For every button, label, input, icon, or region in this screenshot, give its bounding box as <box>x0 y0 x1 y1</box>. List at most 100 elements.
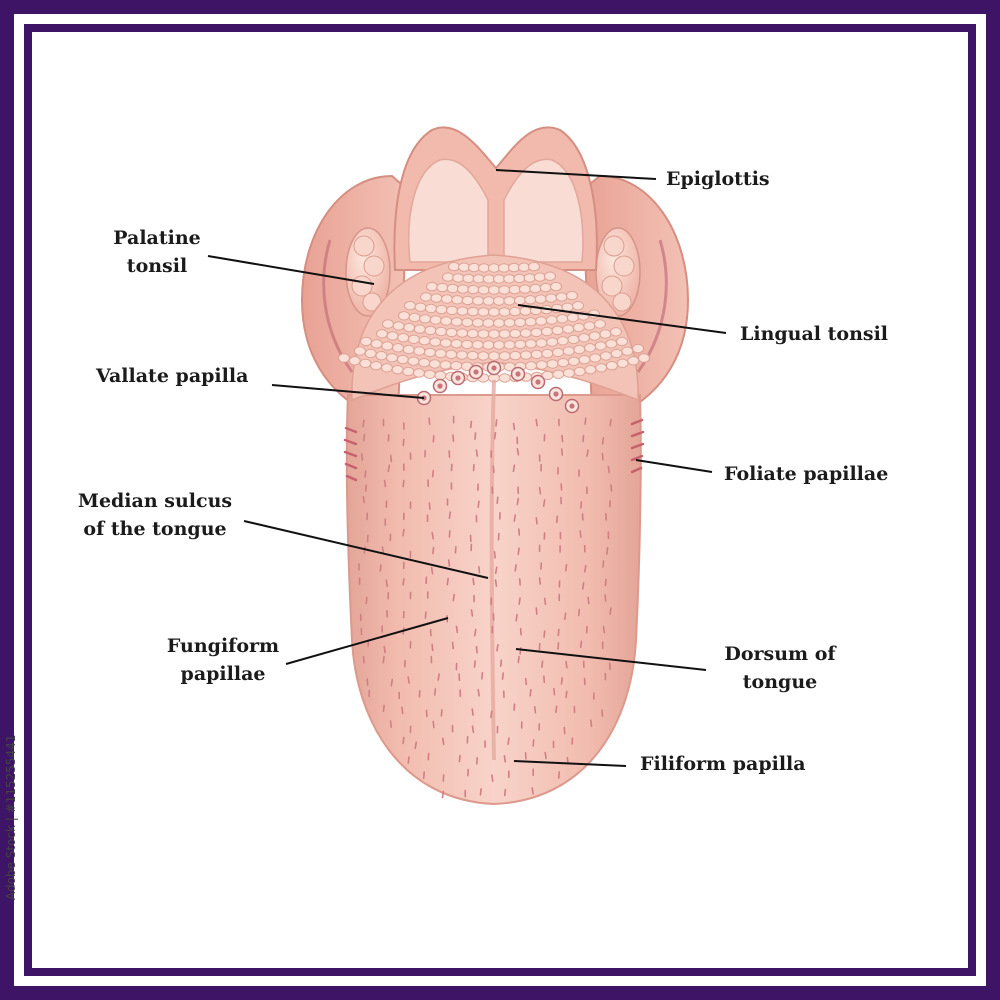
leader-vallate-papilla <box>271 384 425 399</box>
papilla-mark <box>402 479 405 488</box>
lingual-tonsil-nodule <box>448 261 460 272</box>
vallate-papillae-row <box>416 360 580 414</box>
papilla-mark <box>452 434 455 443</box>
papilla-mark <box>451 641 455 650</box>
lingual-tonsil-nodule <box>525 361 538 371</box>
papilla-mark <box>383 645 386 654</box>
lingual-tonsil-nodule <box>595 363 608 373</box>
lingual-tonsil-nodule <box>439 360 452 370</box>
papilla-mark <box>442 774 445 782</box>
papilla-mark <box>609 607 612 615</box>
vallate-papilla-center <box>515 371 521 377</box>
papilla-mark <box>382 704 385 713</box>
lingual-tonsil-nodule <box>488 285 500 295</box>
lingual-tonsil-nodule <box>482 318 495 328</box>
median-sulcus <box>489 379 496 761</box>
lingual-tonsil-nodule <box>550 281 562 292</box>
lingual-tonsil-nodule <box>471 318 484 328</box>
lingual-tonsil-nodule <box>546 337 559 347</box>
papilla-mark <box>364 470 367 478</box>
lingual-tonsil-nodule <box>407 356 420 366</box>
lingual-tonsil-nodule <box>381 341 394 351</box>
lingual-tonsil-nodule <box>402 366 415 377</box>
lingual-tonsil-nodule <box>503 274 516 284</box>
lingual-tonsil-nodule <box>599 329 612 339</box>
lingual-tonsil-nodule <box>402 344 415 355</box>
epiglottis-shape <box>393 126 598 271</box>
lingual-tonsil-nodule <box>472 274 485 284</box>
lingual-tonsil-nodule <box>498 285 511 295</box>
lingual-tonsil-nodule <box>436 282 449 293</box>
papilla-mark <box>560 448 564 456</box>
papilla-mark <box>601 709 604 718</box>
papilla-mark <box>501 672 505 680</box>
papilla-mark <box>586 449 589 457</box>
tongue-papillae-marks <box>358 415 613 799</box>
lingual-tonsil-nodule <box>467 306 479 317</box>
lingual-tonsil-nodule <box>445 327 458 338</box>
lingual-tonsil-nodule <box>457 284 469 294</box>
lingual-tonsil-nodule <box>477 351 490 361</box>
lingual-tonsil-nodule <box>573 366 586 377</box>
lingual-tonsil-nodule <box>429 315 442 325</box>
lingual-tonsil-nodule <box>446 305 458 316</box>
lingual-tonsil-nodule <box>493 296 505 306</box>
papilla-mark <box>581 582 585 590</box>
papilla-mark <box>496 496 499 505</box>
lingual-tonsil-nodule <box>413 324 426 334</box>
label-palatine-tonsil-line1: Palatine <box>113 227 201 249</box>
lingual-tonsil-nodules <box>338 261 650 383</box>
papilla-mark <box>493 431 497 440</box>
left-foliate-papillae <box>343 426 358 482</box>
lingual-tonsil-nodule <box>498 351 511 361</box>
papilla-mark <box>437 673 440 681</box>
lingual-tonsil-nodule <box>488 307 500 317</box>
lingual-tonsil-nodule <box>605 361 618 371</box>
papilla-mark <box>441 737 445 746</box>
papilla-mark <box>473 628 477 637</box>
vallate-papilla-center <box>569 403 575 409</box>
lingual-tonsil-nodule <box>572 322 585 333</box>
lingual-tonsil-nodule <box>545 293 558 303</box>
lingual-tonsil-nodule <box>573 344 586 355</box>
papilla-mark <box>433 688 437 696</box>
lingual-tonsil-nodule <box>528 261 540 272</box>
vallate-papilla-center <box>455 375 461 381</box>
label-palatine-tonsil-line2: tonsil <box>126 255 188 277</box>
label-filiform-papilla: Filiform papilla <box>640 753 806 775</box>
lingual-tonsil-nodule <box>610 327 622 337</box>
leader-palatine-tonsil <box>207 255 375 285</box>
lingual-tonsil-nodule <box>616 358 629 368</box>
lingual-tonsil-nodule <box>530 327 543 338</box>
papilla-mark <box>407 676 410 684</box>
lingual-tonsil-nodule <box>524 295 537 305</box>
papilla-mark <box>583 564 587 573</box>
lingual-tonsil-nodule <box>392 343 404 353</box>
lingual-tonsil-nodule <box>386 331 399 341</box>
papilla-mark <box>543 597 547 606</box>
papilla-mark <box>555 515 559 524</box>
lingual-tonsil-nodule <box>461 339 474 350</box>
lingual-tonsil-nodule <box>482 340 495 350</box>
lingual-tonsil-nodule <box>462 273 475 284</box>
lingual-tonsil-nodule <box>392 321 405 331</box>
lingual-tonsil-nodule <box>552 369 565 379</box>
lingual-tonsil-nodule <box>413 368 425 378</box>
papilla-mark <box>564 563 568 572</box>
vallate-papilla-center <box>491 365 497 371</box>
papilla-mark <box>381 546 385 554</box>
lingual-tonsil-nodule <box>518 262 530 272</box>
papilla-mark <box>561 434 564 443</box>
vallate-papilla-center <box>437 383 443 389</box>
lingual-tonsil-nodule <box>407 334 420 344</box>
lingual-tonsil-nodule <box>529 283 542 294</box>
lingual-tonsil-nodule <box>482 296 495 306</box>
papilla-mark <box>490 710 493 719</box>
papilla-mark <box>535 418 538 427</box>
stock-watermark-id: Adobe Stock | #115255441 <box>4 734 18 900</box>
papilla-mark <box>610 484 613 492</box>
papilla-mark <box>402 528 405 537</box>
label-dorsum-of-tongue-line2: tongue <box>742 671 818 693</box>
lingual-tonsil-nodule <box>478 263 490 273</box>
